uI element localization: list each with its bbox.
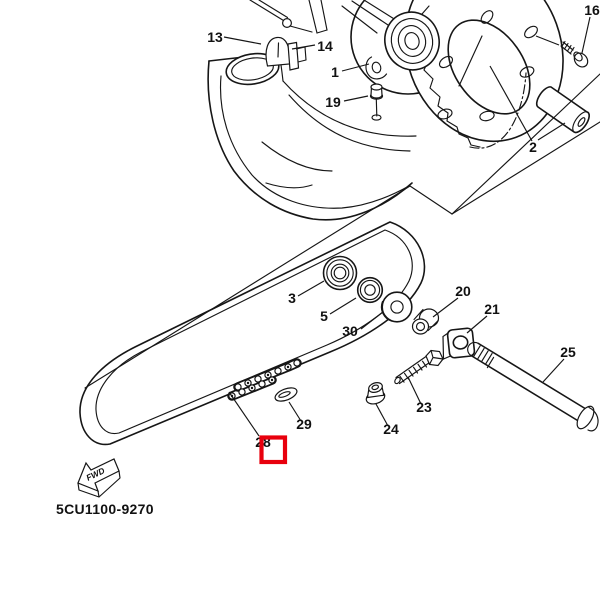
- brake-plate-hub-boss: [365, 11, 440, 80]
- tire-valve-stem: [369, 83, 384, 121]
- brake-cam-lever: [308, 0, 328, 34]
- part-label-19: 19: [325, 94, 341, 110]
- axle-collar: [535, 86, 590, 134]
- wheel-bearing: [322, 255, 358, 291]
- part-label-3: 3: [288, 290, 296, 306]
- part-label-2: 2: [529, 139, 537, 155]
- leader-lines: [223, 16, 591, 437]
- diagram-code: 5CU1100-9270: [56, 501, 154, 517]
- sprocket-bolt-holes: [437, 10, 538, 122]
- tire: [207, 52, 413, 221]
- oil-seal: [356, 276, 384, 304]
- part-label-16: 16: [584, 2, 600, 18]
- adjuster-nut: [365, 382, 386, 405]
- separator-lines: [84, 73, 600, 389]
- part-label-23: 23: [416, 399, 432, 415]
- chain-links-detail: [227, 358, 302, 401]
- part-label-13: 13: [207, 29, 223, 45]
- rim-arcs: [282, 80, 417, 152]
- rim-bead-opening: [225, 52, 280, 86]
- part-label-25: 25: [560, 344, 576, 360]
- rear-axle: [467, 341, 599, 432]
- part-label-1: 1: [331, 64, 339, 80]
- red-highlight-box[interactable]: [259, 435, 288, 465]
- part-label-29: 29: [296, 416, 312, 432]
- chain-guard-damper: [265, 36, 307, 71]
- adjuster-bolt: [394, 349, 444, 385]
- part-label-14: 14: [317, 38, 333, 54]
- spacer-washer: [380, 291, 413, 323]
- sprocket-bolt: [560, 40, 589, 68]
- part-label-30: 30: [342, 323, 358, 339]
- part-label-21: 21: [484, 301, 500, 317]
- part-label-20: 20: [455, 283, 471, 299]
- master-link-clip: [274, 387, 298, 402]
- part-label-5: 5: [320, 308, 328, 324]
- brake-rod: [249, 0, 313, 33]
- fwd-arrow: FWD: [77, 458, 121, 498]
- part-label-24: 24: [383, 421, 399, 437]
- drive-chain-loop: [79, 221, 426, 446]
- chain-puller-collar: [411, 308, 440, 335]
